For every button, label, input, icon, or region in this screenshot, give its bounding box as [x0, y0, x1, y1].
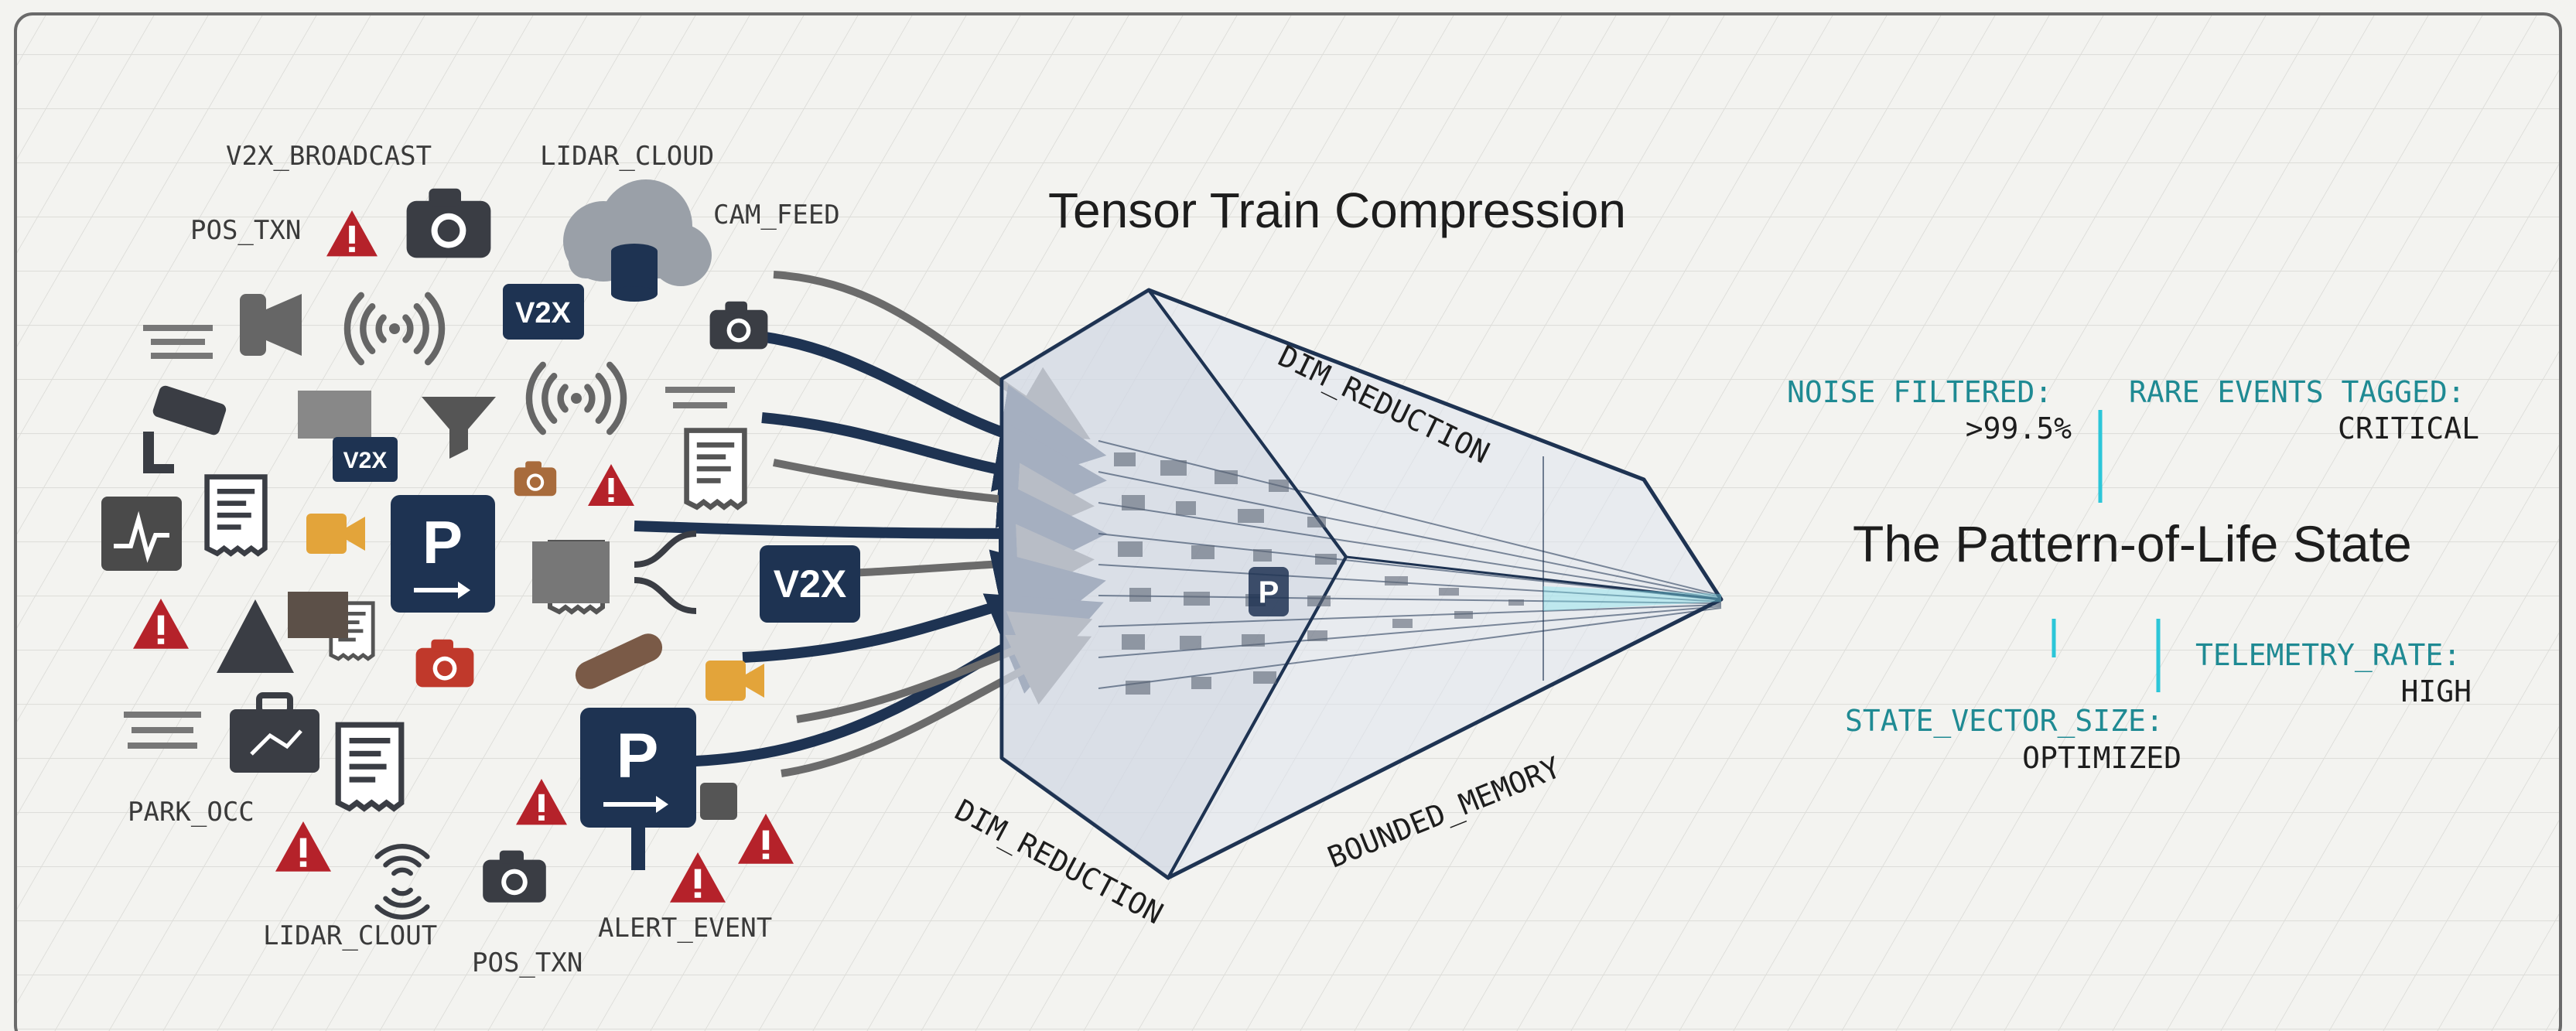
- label-alert-event: ALERT_EVENT: [598, 913, 773, 944]
- video-camera-icon: [705, 661, 764, 701]
- funnel-icon: [422, 397, 496, 459]
- metric-leader-lines: [2052, 410, 2161, 692]
- panel-border: [14, 12, 2562, 1031]
- v2x-badge-icon: V2X: [760, 545, 860, 623]
- label-cam-feed: CAM_FEED: [713, 200, 840, 230]
- metric-noise-value: >99.5%: [1965, 411, 2072, 446]
- label-park-occ: PARK_OCC: [128, 797, 255, 828]
- parking-icon: P: [580, 708, 696, 870]
- dash-lines-icon: [124, 325, 735, 749]
- v2x-badge-label: V2X: [343, 448, 388, 473]
- parking-letter: P: [617, 721, 659, 791]
- metric-state-vector-label: STATE_VECTOR_SIZE:: [1845, 704, 2164, 738]
- metric-noise-label: NOISE FILTERED:: [1787, 375, 2053, 409]
- document-icon: [207, 477, 265, 554]
- briefcase-icon: [230, 692, 319, 773]
- paper-stack-icon: [298, 391, 371, 439]
- v2x-badge-label: V2X: [515, 297, 571, 329]
- label-v2x-broadcast: V2X_BROADCAST: [226, 141, 432, 172]
- cloud-icon: [563, 179, 712, 286]
- triangle-shape-icon: [217, 599, 294, 673]
- metric-telemetry-value: HIGH: [2400, 674, 2472, 708]
- metric-rare-label: RARE EVENTS TAGGED:: [2129, 375, 2465, 409]
- label-lidar-cloud: LIDAR_CLOUD: [540, 141, 715, 172]
- label-pos-txn-bottom: POS_TXN: [472, 947, 583, 978]
- video-camera-icon: [306, 514, 365, 554]
- metric-state-vector-value: OPTIMIZED: [2022, 741, 2181, 775]
- network-node-icon: [634, 531, 697, 614]
- megaphone-icon: [240, 294, 302, 356]
- toggle-switch-icon: [575, 633, 663, 689]
- parking-letter: P: [422, 508, 463, 576]
- label-pos-txn-top: POS_TXN: [190, 215, 302, 246]
- parking-icon: P: [391, 495, 495, 613]
- list-icon: [700, 783, 737, 820]
- compression-prism: P: [999, 288, 1724, 880]
- document-icon: [687, 431, 745, 507]
- prism-parking-glyph: P: [1259, 575, 1279, 609]
- output-state-title: The Pattern-of-Life State: [1853, 515, 2412, 572]
- security-camera-icon: [143, 385, 227, 473]
- database-icon: [611, 244, 658, 302]
- v2x-badge-label: V2X: [774, 562, 847, 606]
- paper-stack-icon: [288, 592, 348, 638]
- label-lidar-clout: LIDAR_CLOUT: [263, 920, 438, 951]
- diagram-title: Tensor Train Compression: [1048, 183, 1626, 238]
- metric-telemetry-label: TELEMETRY_RATE:: [2195, 638, 2462, 672]
- v2x-badge-icon: V2X: [503, 284, 584, 340]
- sensor-icon-cloud: V2X V2X V2X P P: [101, 179, 860, 917]
- activity-monitor-icon: [101, 497, 182, 571]
- v2x-badge-icon: V2X: [333, 437, 398, 482]
- paper-stack-icon: [532, 541, 610, 603]
- metric-rare-value: CRITICAL: [2337, 411, 2479, 446]
- document-icon: [338, 725, 401, 808]
- output-beam: [1543, 586, 2481, 611]
